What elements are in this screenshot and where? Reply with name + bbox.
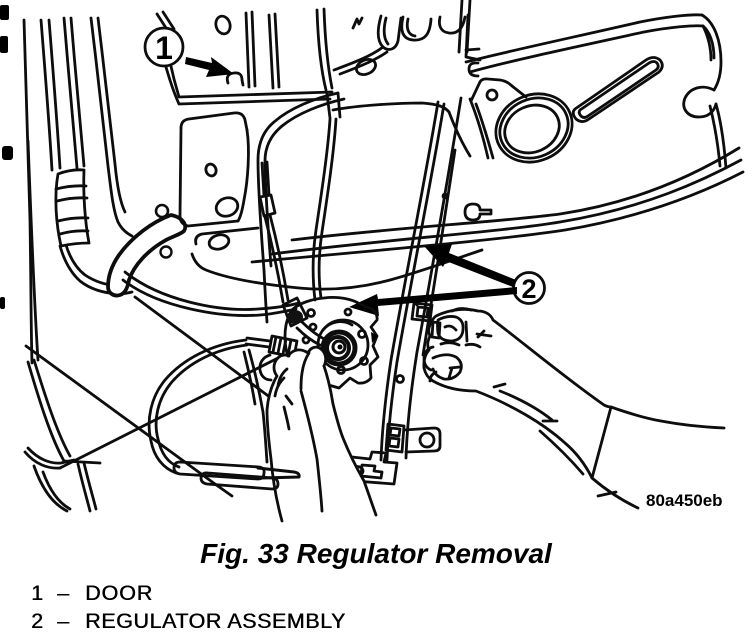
svg-text:2: 2 [521,274,536,304]
svg-text:1: 1 [155,30,173,66]
